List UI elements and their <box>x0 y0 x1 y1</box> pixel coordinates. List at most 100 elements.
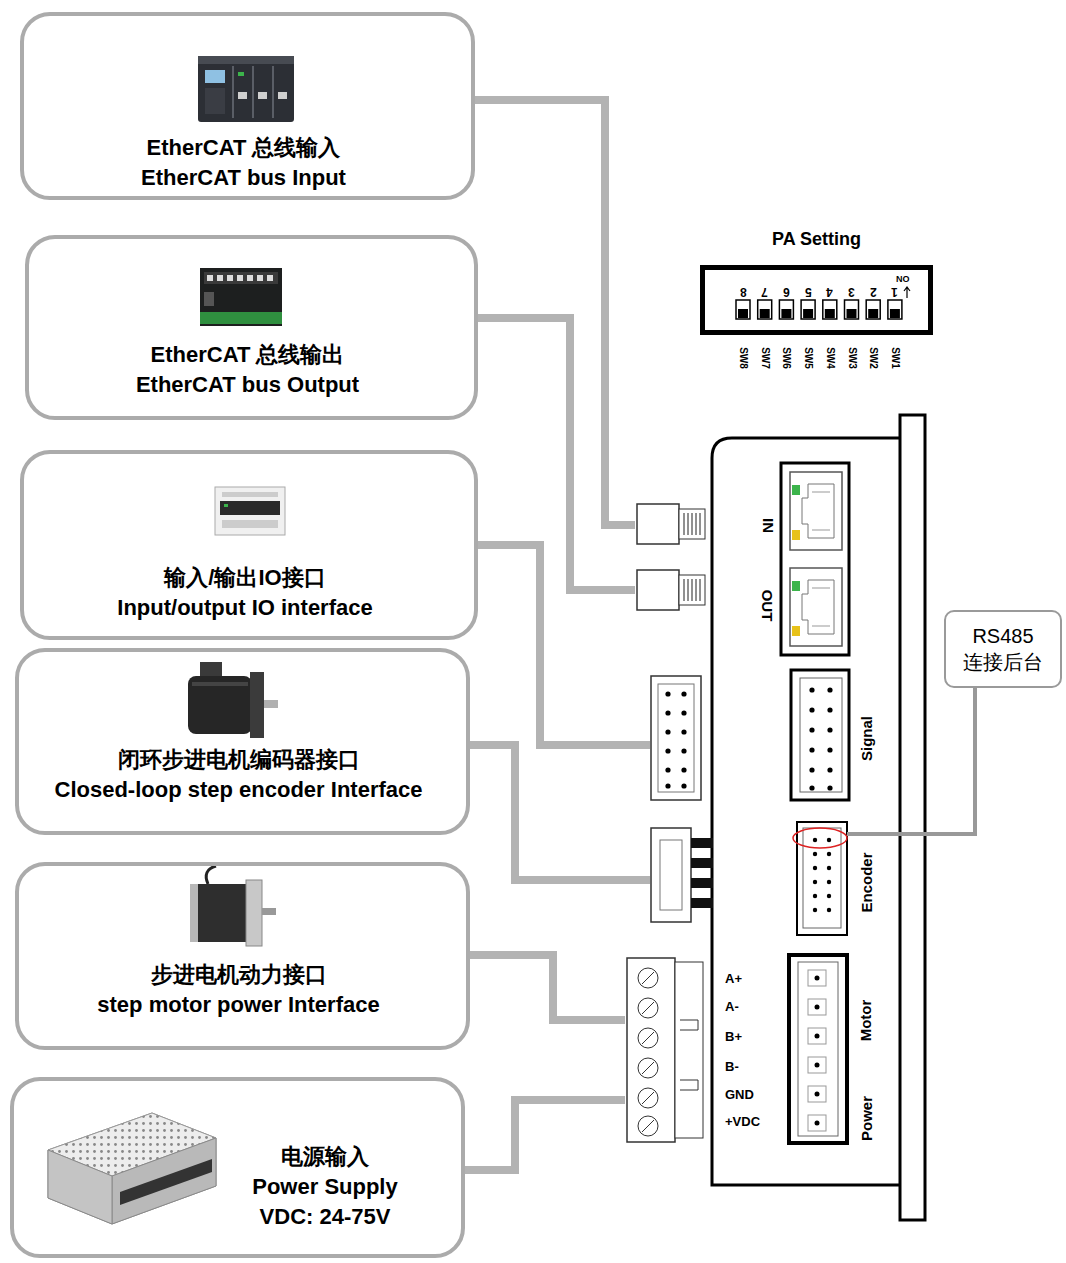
pin-label: B+ <box>725 1029 742 1044</box>
io-module-icon <box>224 504 228 507</box>
encoder-socket <box>813 852 817 856</box>
encoder-socket <box>847 832 881 836</box>
cable-plugs <box>681 783 686 788</box>
output-box: EtherCAT 总线输出EtherCAT bus Output <box>25 235 478 420</box>
dip-switches <box>823 300 837 319</box>
encoder-box: 闭环步进电机编码器接口Closed-loop step encoder Inte… <box>15 648 470 835</box>
dip-switches <box>779 300 793 319</box>
power-supply-icon <box>112 1138 216 1224</box>
io-board-icon <box>217 275 223 281</box>
servo-motor-icon <box>264 700 278 708</box>
cable-plugs <box>651 676 701 800</box>
cable-connector <box>470 745 650 880</box>
label-text: RS485 <box>972 623 1033 649</box>
switch-name: SW4 <box>824 347 836 369</box>
encoder-socket <box>793 828 847 848</box>
dip-switches <box>760 309 770 318</box>
text-block: 闭环步进电机编码器接口Closed-loop step encoder Inte… <box>25 745 452 805</box>
signal-socket <box>791 670 849 800</box>
switch-number: 4 <box>826 285 833 299</box>
heading-text: 输入/输出IO接口 <box>30 563 460 593</box>
signal-socket <box>809 687 814 692</box>
motor-power-socket <box>808 1086 826 1102</box>
cable-plugs <box>638 1058 658 1078</box>
plc-icon <box>198 56 294 122</box>
dip-switches <box>758 300 772 319</box>
cable-plugs <box>681 748 686 753</box>
power-box: 电源输入Power SupplyVDC: 24-75V <box>10 1077 465 1258</box>
motor-power-socket <box>808 970 826 986</box>
cable-plugs <box>637 570 679 610</box>
servo-motor-icon <box>250 672 264 738</box>
io-module-icon <box>222 492 278 497</box>
cable-plugs <box>691 858 713 868</box>
motor-power-socket <box>789 955 847 1143</box>
dip-switches <box>866 300 880 319</box>
cable-plugs <box>684 513 700 535</box>
signal-socket <box>809 707 814 712</box>
port-label: Encoder <box>858 852 875 912</box>
signal-socket <box>827 747 832 752</box>
heading-text: 电源输入 <box>205 1142 445 1172</box>
heading-text: EtherCAT 总线输出 <box>35 340 460 370</box>
plc-icon <box>205 70 225 83</box>
cable-plugs <box>642 972 654 984</box>
motor-power-socket <box>808 999 826 1015</box>
encoder-socket <box>827 880 831 884</box>
stepper-motor-icon <box>190 884 198 942</box>
plc-icon <box>272 66 274 118</box>
encoder-socket <box>827 866 831 870</box>
rj45-sockets <box>802 580 834 634</box>
plc-icon <box>258 92 267 99</box>
motor-power-socket <box>808 1028 826 1044</box>
cable-plugs <box>691 878 713 888</box>
signal-socket <box>800 678 842 792</box>
switch-number: 6 <box>783 285 790 299</box>
io-board-icon <box>257 275 263 281</box>
stepper-motor-icon <box>198 884 246 942</box>
heading-text: EtherCAT 总线输入 <box>30 133 457 163</box>
dip-switches <box>890 309 900 318</box>
signal-socket <box>809 747 814 752</box>
switch-number: 5 <box>805 285 812 299</box>
dip-switches <box>781 309 791 318</box>
dip-switches <box>801 300 815 319</box>
cable-plugs <box>665 783 670 788</box>
pin-label: B- <box>725 1059 739 1074</box>
cable-plugs <box>679 575 705 605</box>
label-text: EtherCAT bus Output <box>35 370 460 400</box>
cable-plugs <box>638 998 658 1018</box>
servo-motor-icon <box>192 682 248 686</box>
signal-socket <box>809 785 814 790</box>
heading-text: 步进电机动力接口 <box>25 960 452 990</box>
switch-name: SW8 <box>737 347 749 369</box>
port-label: IN <box>760 518 777 533</box>
encoder-socket <box>813 894 817 898</box>
label-text: VDC: 24-75V <box>205 1202 445 1232</box>
port-label: Power <box>858 1095 875 1140</box>
rj45-sockets <box>792 485 800 495</box>
plc-icon <box>238 92 247 99</box>
signal-socket <box>827 767 832 772</box>
cable-plugs <box>658 684 694 792</box>
text-block: EtherCAT 总线输出EtherCAT bus Output <box>35 340 460 400</box>
pin-label: A+ <box>725 971 742 986</box>
rj45-sockets <box>781 463 849 655</box>
plc-icon <box>198 56 294 122</box>
heading-text: PA Setting <box>700 228 933 250</box>
motor-box: 步进电机动力接口step motor power Interface <box>15 862 470 1050</box>
encoder-socket <box>797 822 847 935</box>
encoder-socket <box>793 822 881 935</box>
power-supply-icon <box>120 1159 212 1205</box>
text-block: EtherCAT 总线输入EtherCAT bus Input <box>30 133 457 193</box>
cable-plugs <box>642 1032 654 1044</box>
power-supply-icon <box>48 1113 216 1224</box>
dip-switches <box>738 309 748 318</box>
signal-socket <box>827 687 832 692</box>
port-label: Motor <box>857 999 874 1041</box>
switch-name: SW6 <box>780 347 792 369</box>
motor-power-socket <box>815 1005 820 1010</box>
encoder-socket <box>827 894 831 898</box>
io-board-icon <box>207 275 213 281</box>
cable-plugs <box>665 710 670 715</box>
